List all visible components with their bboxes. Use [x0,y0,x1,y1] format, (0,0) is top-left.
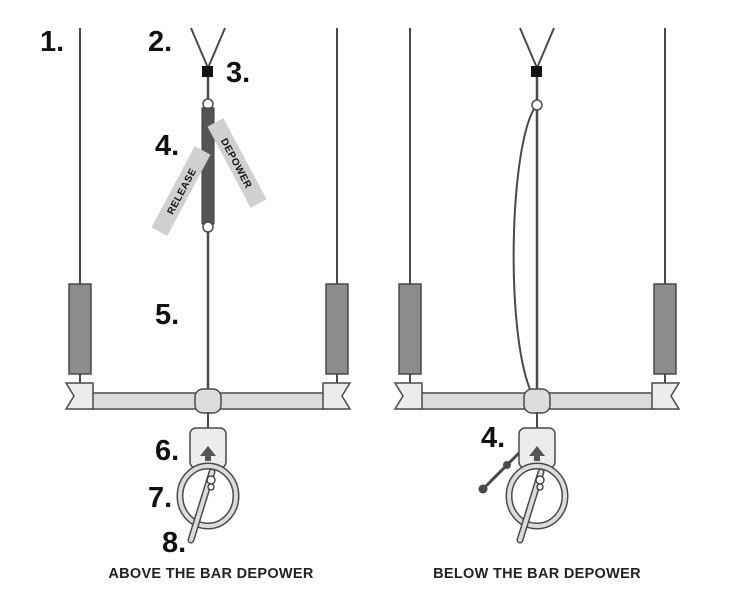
front-lines-split-b [519,27,555,71]
depower-handle-knob-top-b [503,461,511,469]
label-3: 3. [226,57,250,89]
label-6: 6. [155,435,179,467]
stopper-knot [202,66,213,77]
label-1: 1. [40,26,64,58]
depower-line-b [512,108,535,393]
above-bar-depower-diagram: RELEASE DEPOWER [64,27,352,544]
swivel-lower [207,483,215,491]
label-2: 2. [148,26,172,58]
caption-below-bar: BELOW THE BAR DEPOWER [433,566,641,582]
center-bar-hole-b [523,388,551,414]
label-4: 4. [155,130,179,162]
front-lines-split [190,27,226,71]
depower-handle-knob-b [478,484,488,494]
left-bar-end-b [393,382,423,410]
stopper-knot-b [531,66,542,77]
label-7: 7. [148,482,172,514]
right-bar-end-b [651,382,681,410]
right-bar-end [322,382,352,410]
chicken-loop-inner [178,464,238,528]
left-bar-end-float-b [398,283,422,375]
depower-ring-b [531,99,543,111]
right-bar-end-float-b [653,283,677,375]
label-8: 8. [162,527,186,559]
quick-release-arrow-icon-b [529,446,545,461]
swivel [206,475,216,485]
swivel-lower-b [536,483,544,491]
left-bar-end-float [68,283,92,375]
right-bar-end-float [325,283,349,375]
release-tag [151,146,211,236]
center-bar-hole [194,388,222,414]
label-5: 5. [155,299,179,331]
caption-above-bar: ABOVE THE BAR DEPOWER [108,566,314,582]
depower-tag [207,118,267,208]
below-bar-depower-diagram [393,27,681,544]
swivel-b [535,475,545,485]
chicken-loop-inner-b [507,464,567,528]
quick-release-arrow-icon [200,446,216,461]
left-bar-end [64,382,94,410]
sleeve-bottom-ring [202,221,214,233]
depower-handle-line-b [482,448,524,490]
label-4-right: 4. [481,422,505,454]
